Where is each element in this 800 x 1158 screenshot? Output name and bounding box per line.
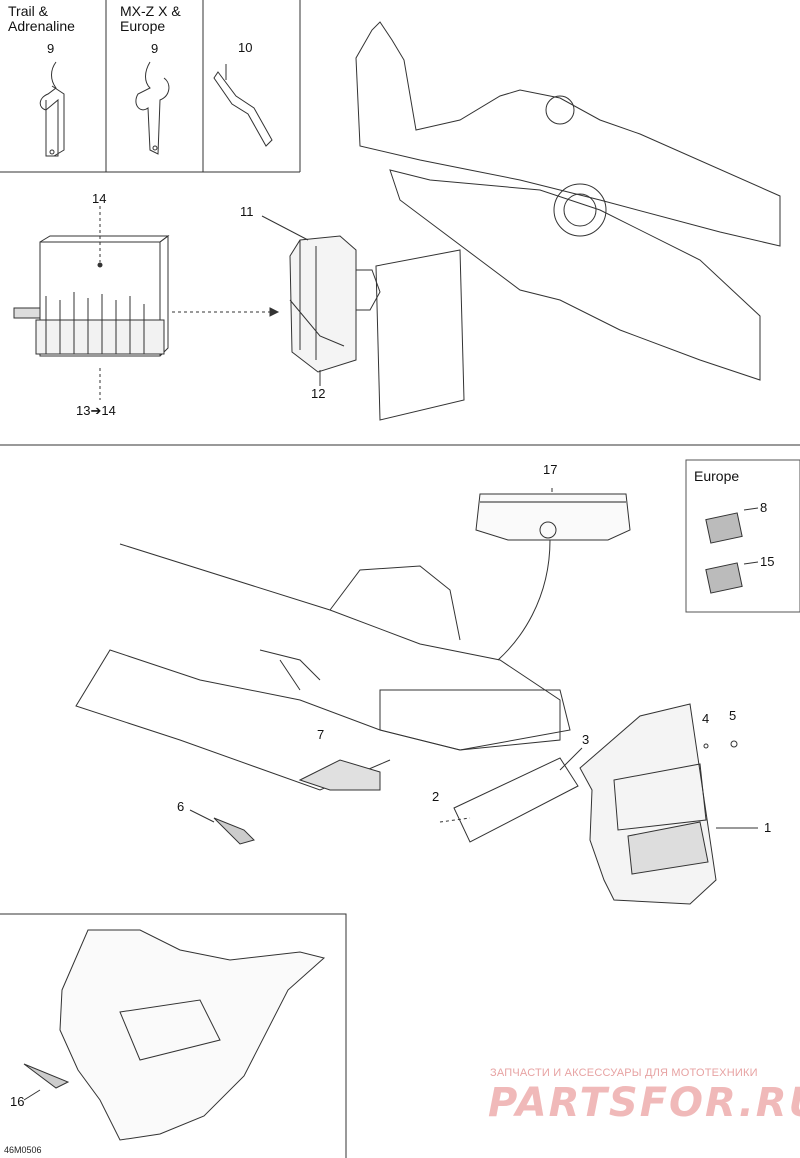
part-number-16: 16 <box>10 1094 25 1109</box>
figure-code: 46M0506 <box>4 1145 42 1155</box>
part-number-14: 14 <box>92 191 107 206</box>
tool-box-frame <box>0 0 301 173</box>
part-number-9-mxz: 9 <box>151 41 159 56</box>
part-number-8: 8 <box>760 500 768 515</box>
chassis-frame-illustration <box>355 21 781 381</box>
part-number-7: 7 <box>317 727 325 742</box>
tool-box-assembly <box>261 215 465 421</box>
part-number-2: 2 <box>432 789 440 804</box>
watermark-logo: PARTSFOR.RU <box>488 1080 800 1126</box>
part-number-1: 1 <box>764 820 772 835</box>
watermark-tagline: ЗАПЧАСТИ И АКСЕССУАРЫ ДЛЯ МОТОТЕХНИКИ <box>490 1067 758 1079</box>
part-number-3: 3 <box>582 732 590 747</box>
leader-lines-top <box>99 206 270 400</box>
part-number-12: 12 <box>311 386 326 401</box>
europe-inset-frame <box>685 459 800 613</box>
license-plate-illustration <box>439 747 583 843</box>
mxz-europe-header: MX-Z X & Europe <box>120 3 181 34</box>
part-number-9-trail: 9 <box>47 41 55 56</box>
part-number-11: 11 <box>240 204 254 219</box>
tool-icon-10 <box>213 64 273 147</box>
tool-tray-illustration <box>13 235 170 357</box>
part-number-10: 10 <box>238 40 253 55</box>
part-number-17: 17 <box>543 462 558 477</box>
bottom-inset-frame <box>0 913 347 1158</box>
wrench-icon-trail <box>39 61 65 157</box>
tunnel-rear-assembly <box>75 543 571 845</box>
part-number-15: 15 <box>760 554 775 569</box>
warning-decal-illustration <box>475 488 631 661</box>
wrench-icon-mxz <box>135 61 170 155</box>
part-number-13-to-14: 13➔14 <box>76 403 116 418</box>
europe-header: Europe <box>694 468 740 484</box>
trail-adrenaline-header: Trail & Adrenaline <box>8 3 75 34</box>
part-number-6: 6 <box>177 799 185 814</box>
part-number-4: 4 <box>702 711 710 726</box>
snow-flap-illustration <box>579 703 758 905</box>
part-number-5: 5 <box>729 708 737 723</box>
